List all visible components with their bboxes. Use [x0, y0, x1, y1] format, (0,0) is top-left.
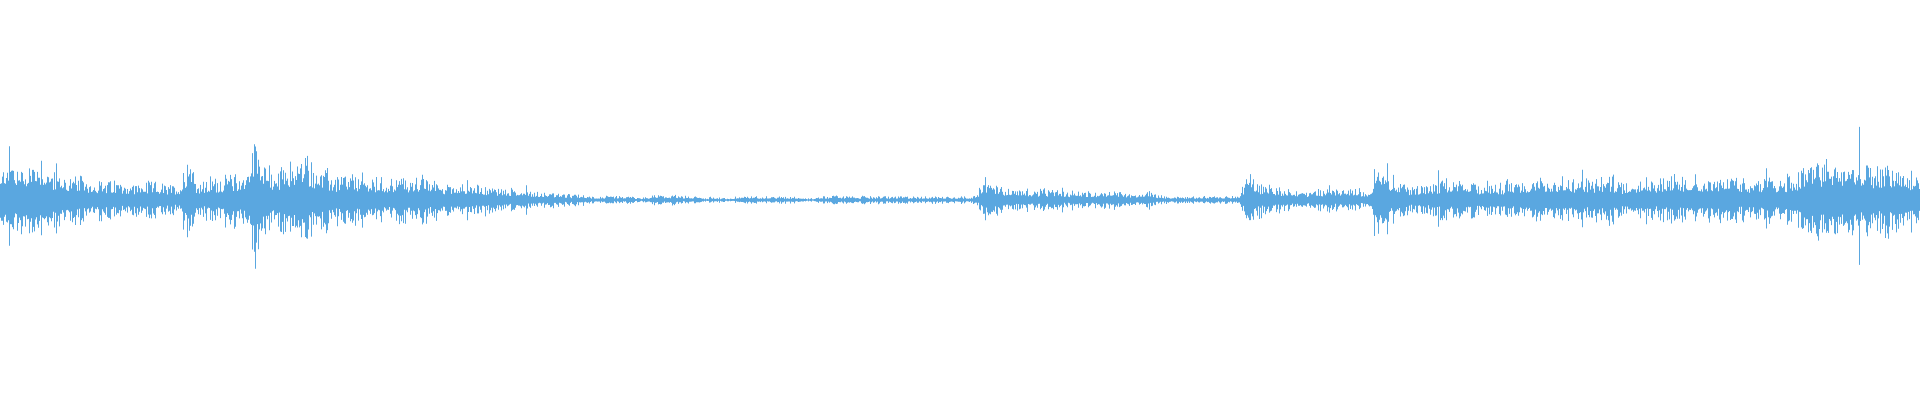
waveform-bars	[0, 126, 1920, 269]
waveform-path	[0, 126, 1920, 269]
